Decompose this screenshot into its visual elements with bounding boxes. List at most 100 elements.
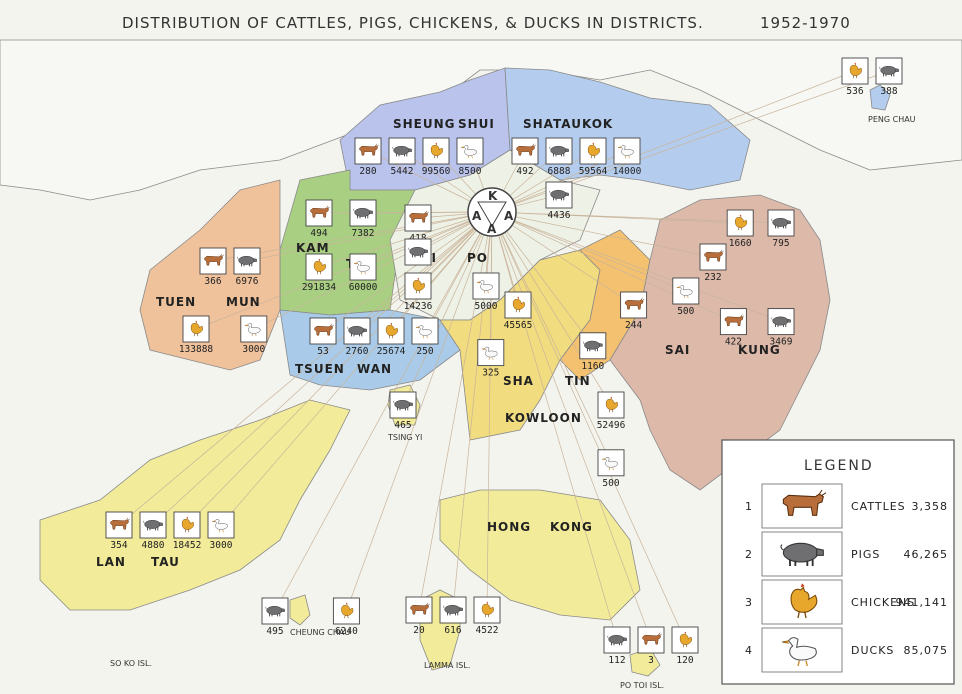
count-label: 25674: [377, 346, 406, 357]
legend-number: 3: [745, 596, 753, 609]
count-label: 120: [676, 655, 693, 666]
connector-line: [346, 211, 493, 612]
connector-line: [491, 211, 612, 406]
legend-image-frame: [761, 483, 843, 529]
count-label: 4522: [476, 625, 499, 636]
district-label-lan-tau: LAN: [96, 555, 126, 569]
district-label-kam-tin: KAM: [296, 241, 330, 255]
connector-line: [274, 211, 493, 612]
count-label: 60000: [349, 282, 378, 293]
count-label: 99560: [422, 166, 451, 177]
icon-frame: [719, 308, 747, 336]
count-label: 6976: [236, 276, 259, 287]
count-label: 492: [516, 166, 533, 177]
legend-total: 941,141: [896, 596, 949, 609]
count-label: 616: [444, 625, 461, 636]
island-lantau: [39, 399, 351, 611]
connector-line: [356, 211, 493, 332]
legend-number: 4: [745, 644, 753, 657]
kaa-left: A: [472, 209, 482, 223]
icon-group-tsing-yi: 465: [389, 391, 417, 431]
kaa-bottom: A: [487, 222, 497, 236]
region-sai-kung: [609, 194, 831, 491]
legend-name: CATTLES: [851, 500, 906, 513]
count-label: 325: [482, 368, 499, 379]
count-label: 6240: [335, 626, 358, 637]
count-label: 232: [704, 272, 721, 283]
connector-line: [491, 211, 634, 306]
count-label: 18452: [173, 540, 202, 551]
legend-number: 1: [745, 500, 753, 513]
icon-frame: [613, 137, 641, 165]
district-label-tai-po: PO: [467, 251, 488, 265]
count-label: 7382: [352, 228, 375, 239]
connector-line: [491, 211, 594, 347]
place-label: LAMMA ISL.: [424, 661, 470, 670]
count-label: 536: [846, 86, 863, 97]
count-label: 422: [725, 337, 742, 348]
district-label-sai-kung: KUNG: [738, 343, 781, 357]
kaa-badge: K A A A: [467, 187, 517, 237]
island-cheung-chau: [289, 594, 311, 626]
icon-group-shataukok-pig: 4436: [545, 181, 573, 221]
connector-line: [491, 211, 612, 463]
legend-total: 3,358: [912, 500, 949, 513]
legend-name: DUCKS: [851, 644, 894, 657]
count-label: 354: [110, 540, 127, 551]
legend-row-cattle: 1 CATTLES 3,358: [745, 483, 949, 529]
count-label: 244: [625, 320, 642, 331]
count-label: 291834: [302, 282, 337, 293]
district-label-sheung-shui: SHUI: [458, 117, 495, 131]
legend-name: PIGS: [851, 548, 880, 561]
count-label: 4880: [142, 540, 165, 551]
district-label-tuen-mun: MUN: [226, 295, 261, 309]
district-label-sha-tin: TIN: [565, 374, 591, 388]
district-label-sheung-shui: SHEUNG: [393, 117, 456, 131]
island-peng-chau: [869, 84, 891, 111]
count-label: 1160: [581, 361, 604, 372]
district-label-tuen-mun: TUEN: [156, 295, 196, 309]
district-label-hong-kong: KONG: [550, 520, 593, 534]
count-label: 6888: [548, 166, 571, 177]
count-label: 1660: [729, 238, 752, 249]
count-label: 250: [416, 346, 433, 357]
count-label: 4436: [548, 210, 571, 221]
connector-line: [152, 211, 493, 526]
district-label-tsuen-wan: TSUEN: [295, 362, 345, 376]
connector-line: [246, 211, 493, 262]
district-label-tsuen-wan: WAN: [357, 362, 392, 376]
count-label: 388: [880, 86, 897, 97]
count-label: 5442: [391, 166, 414, 177]
island-hong-kong: [439, 489, 641, 621]
kaa-badge-circle: [467, 187, 517, 237]
place-label: PO TOI ISL.: [620, 681, 664, 690]
count-label: 20: [413, 625, 425, 636]
icon-frame: [404, 204, 432, 232]
count-label: 14000: [613, 166, 642, 177]
map-title: DISTRIBUTION OF CATTLES, PIGS, CHICKENS,…: [122, 14, 704, 32]
count-label: 495: [266, 626, 283, 637]
count-label: 2760: [346, 346, 369, 357]
count-label: 3: [648, 655, 654, 666]
legend-total: 85,075: [904, 644, 949, 657]
count-label: 5000: [475, 301, 498, 312]
icon-frame: [511, 137, 539, 165]
count-label: 14236: [404, 301, 433, 312]
place-label: PENG CHAU: [868, 115, 916, 124]
count-label: 3469: [770, 337, 793, 348]
kaa-top: K: [488, 189, 498, 203]
district-label-sai-kung: SAI: [665, 343, 690, 357]
count-label: 366: [204, 276, 221, 287]
